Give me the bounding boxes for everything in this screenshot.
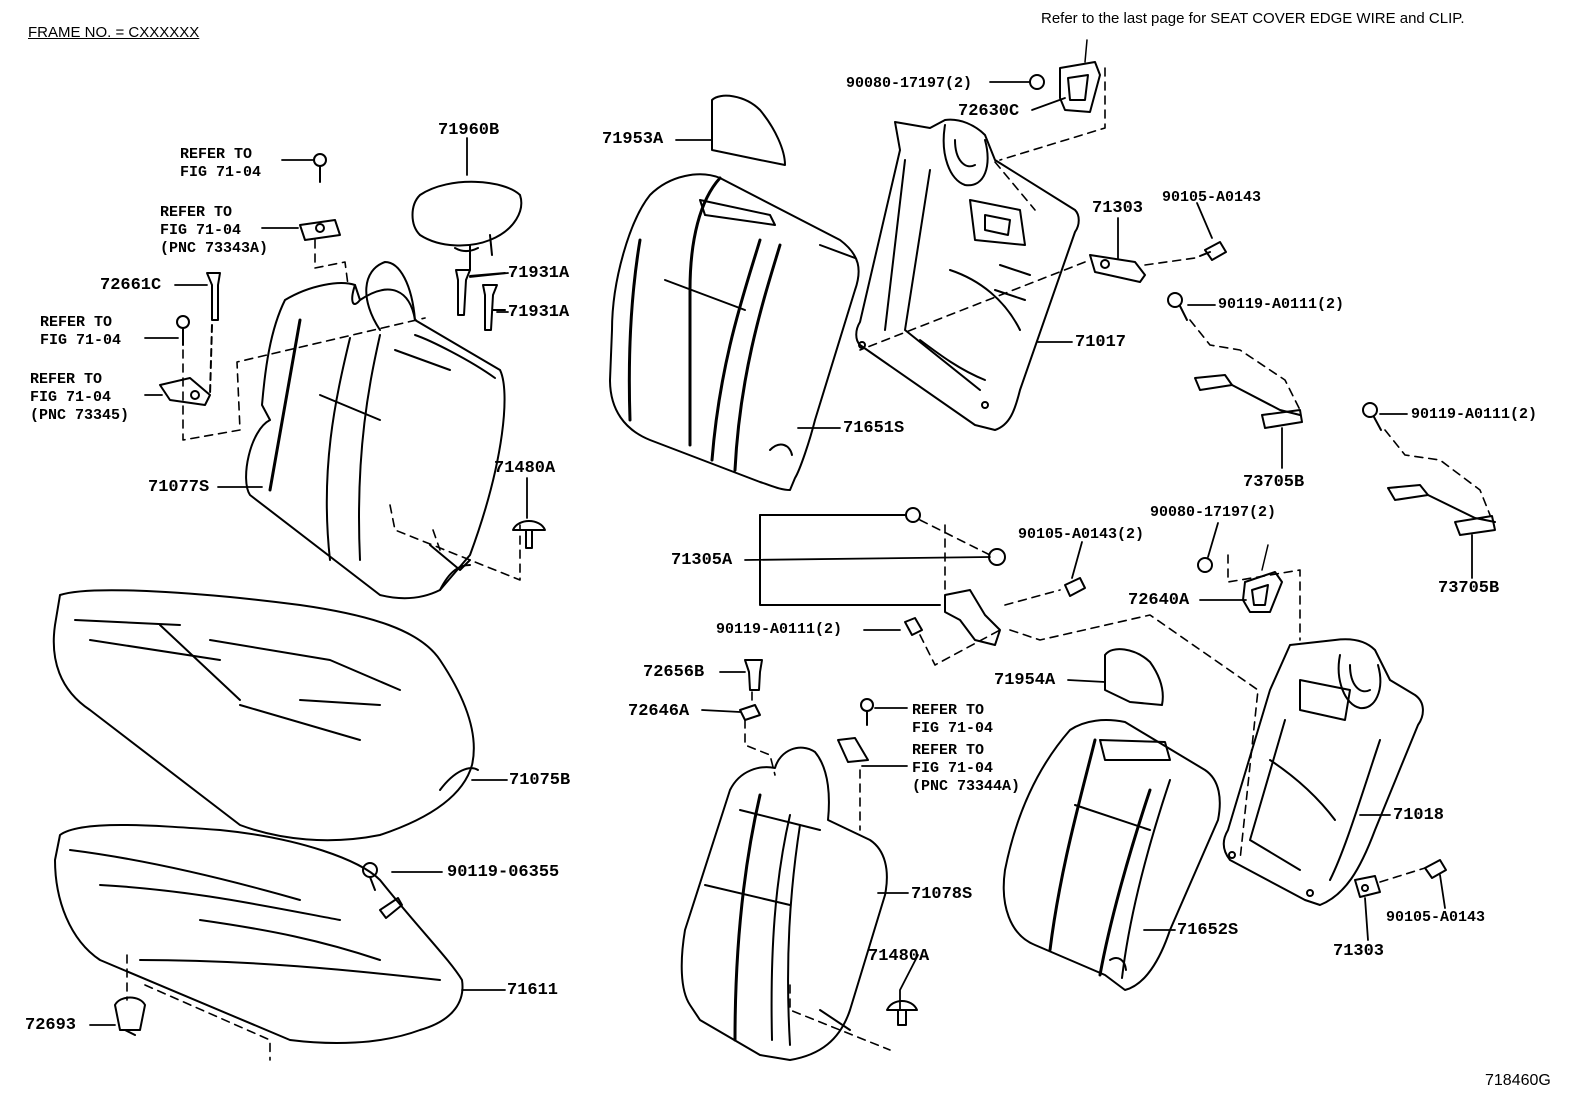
striker-right-dashed — [1384, 429, 1491, 516]
part-label-71954a[interactable]: 71954A — [994, 671, 1056, 690]
seatback-cover-71651s-drawing — [609, 173, 860, 491]
screw-90119-06355-drawing — [362, 862, 378, 891]
part-label-71303-lower[interactable]: 71303 — [1333, 942, 1385, 961]
part-label-71480a-left[interactable]: 71480A — [494, 459, 556, 478]
illustration-code: 718460G — [1485, 1072, 1551, 1089]
part-label-90105-a0143-lower[interactable]: 90105-A0143 — [1386, 909, 1486, 926]
headrest-cover-71953a-drawing — [711, 94, 786, 166]
seatback-71078s-dashed — [789, 984, 891, 1051]
refer-line: REFER TO — [40, 314, 113, 331]
headrest-cover-71954a-drawing — [1104, 648, 1164, 706]
part-label-71611[interactable]: 71611 — [507, 981, 559, 1000]
part-label-72630c[interactable]: 72630C — [958, 102, 1020, 121]
refer-line: REFER TO — [912, 702, 985, 719]
refer-line: REFER TO — [912, 742, 985, 759]
refer-line: FIG 71-04 — [160, 222, 242, 239]
left-screws-drawing — [159, 153, 341, 406]
part-label-72661c[interactable]: 72661C — [100, 276, 162, 295]
frame-71018-drawing — [1222, 638, 1424, 906]
clip-71480a-left-drawing — [512, 520, 546, 549]
refer-to-pnc-73343a[interactable]: REFER TO FIG 71-04 (PNC 73343A) — [160, 204, 268, 258]
refer-line: FIG 71-04 — [912, 760, 994, 777]
part-label-90080-17197-upper[interactable]: 90080-17197(2) — [846, 75, 973, 92]
refer-line: (PNC 73345) — [30, 407, 130, 424]
hinge-72630c-drawing — [1029, 39, 1101, 113]
frame-71017-drawing — [855, 118, 1080, 431]
cushion-dashed-leaders — [126, 954, 271, 1061]
part-label-71960b[interactable]: 71960B — [438, 121, 500, 140]
part-label-90119-a0111-right[interactable]: 90119-A0111(2) — [1411, 406, 1538, 423]
part-label-71953a[interactable]: 71953A — [602, 130, 664, 149]
refer-line: REFER TO — [30, 371, 103, 388]
clip-71480a-right-drawing — [886, 1000, 918, 1026]
part-label-73705b-right[interactable]: 73705B — [1438, 579, 1500, 598]
part-label-90119-a0111-center[interactable]: 90119-A0111(2) — [716, 621, 843, 638]
refer-line: REFER TO — [180, 146, 253, 163]
refer-line: REFER TO — [160, 204, 233, 221]
bracket-71303-lower-drawing — [1354, 859, 1447, 898]
part-label-90119-06355[interactable]: 90119-06355 — [447, 863, 560, 882]
part-label-71651s[interactable]: 71651S — [843, 419, 905, 438]
headrest-guides-drawing — [455, 269, 506, 331]
striker-upper-dashed — [1189, 319, 1301, 411]
refer-line: (PNC 73344A) — [912, 778, 1021, 795]
part-label-71480a-right[interactable]: 71480A — [868, 947, 930, 966]
part-label-72640a[interactable]: 72640A — [1128, 591, 1190, 610]
seat-cover-71075b-drawing — [52, 589, 479, 842]
center-dashed-leaders — [919, 519, 1301, 861]
part-label-71078s[interactable]: 71078S — [911, 885, 973, 904]
center-bolts-drawing — [1064, 557, 1213, 597]
left-dashed-leaders — [182, 239, 521, 581]
bracket-71305a-drawing — [759, 507, 1006, 646]
part-label-90105-a0143-center[interactable]: 90105-A0143(2) — [1018, 526, 1145, 543]
frame-number-label: FRAME NO. = CXXXXXX — [28, 24, 200, 41]
seat-pad-71611-drawing — [54, 824, 464, 1044]
headrest-71960b-drawing — [411, 180, 523, 271]
upper-right-dashed-leaders — [859, 67, 1196, 351]
part-label-73705b-upper[interactable]: 73705B — [1243, 473, 1305, 492]
seatback-71077s-drawing — [245, 261, 506, 600]
part-label-90080-17197-lower[interactable]: 90080-17197(2) — [1150, 504, 1277, 521]
part-label-71305a[interactable]: 71305A — [671, 551, 733, 570]
part-label-71931a-upper[interactable]: 71931A — [508, 264, 570, 283]
part-label-72656b[interactable]: 72656B — [643, 663, 705, 682]
part-label-71652s[interactable]: 71652S — [1177, 921, 1239, 940]
lock-72661c-drawing — [206, 272, 221, 396]
lock-72656b-drawing — [739, 659, 763, 721]
refer-to-fig-71-04-c[interactable]: REFER TO FIG 71-04 — [912, 702, 993, 738]
part-label-72646a[interactable]: 72646A — [628, 702, 690, 721]
refer-line: (PNC 73343A) — [160, 240, 269, 257]
seatback-71078s-drawing — [680, 746, 888, 1061]
striker-73705b-right-drawing — [1362, 402, 1496, 536]
seatback-cover-71652s-drawing — [1002, 719, 1221, 991]
leader-lines — [89, 81, 1473, 1026]
part-label-71017[interactable]: 71017 — [1075, 333, 1127, 352]
part-label-71075b[interactable]: 71075B — [509, 771, 571, 790]
refer-line: FIG 71-04 — [30, 389, 112, 406]
refer-to-fig-71-04-a[interactable]: REFER TO FIG 71-04 — [180, 146, 261, 182]
hook-72693-drawing — [114, 996, 146, 1036]
refer-line: FIG 71-04 — [180, 164, 262, 181]
refer-line: FIG 71-04 — [912, 720, 994, 737]
refer-to-fig-71-04-b[interactable]: REFER TO FIG 71-04 — [40, 314, 121, 350]
part-label-71303-upper[interactable]: 71303 — [1092, 199, 1144, 218]
lower-right-dashed — [1379, 867, 1426, 883]
refer-to-pnc-73344a[interactable]: REFER TO FIG 71-04 (PNC 73344A) — [912, 742, 1020, 796]
refer-to-pnc-73345[interactable]: REFER TO FIG 71-04 (PNC 73345) — [30, 371, 129, 425]
part-label-90105-a0143-upper[interactable]: 90105-A0143 — [1162, 189, 1262, 206]
striker-73705b-upper-drawing — [1167, 292, 1303, 429]
part-label-71931a-lower[interactable]: 71931A — [508, 303, 570, 322]
bracket-71303-upper-drawing — [1089, 254, 1146, 283]
part-label-90119-a0111-upper[interactable]: 90119-A0111(2) — [1218, 296, 1345, 313]
center-refer-parts-drawing — [837, 698, 874, 763]
seat-cover-edge-wire-note: Refer to the last page for SEAT COVER ED… — [1041, 10, 1465, 27]
part-label-72693[interactable]: 72693 — [25, 1016, 77, 1035]
part-label-71077s[interactable]: 71077S — [148, 478, 210, 497]
part-label-71018[interactable]: 71018 — [1393, 806, 1445, 825]
refer-line: FIG 71-04 — [40, 332, 122, 349]
lock-dashed-leaders — [744, 691, 861, 831]
bolt-upper-drawing — [1199, 241, 1227, 261]
